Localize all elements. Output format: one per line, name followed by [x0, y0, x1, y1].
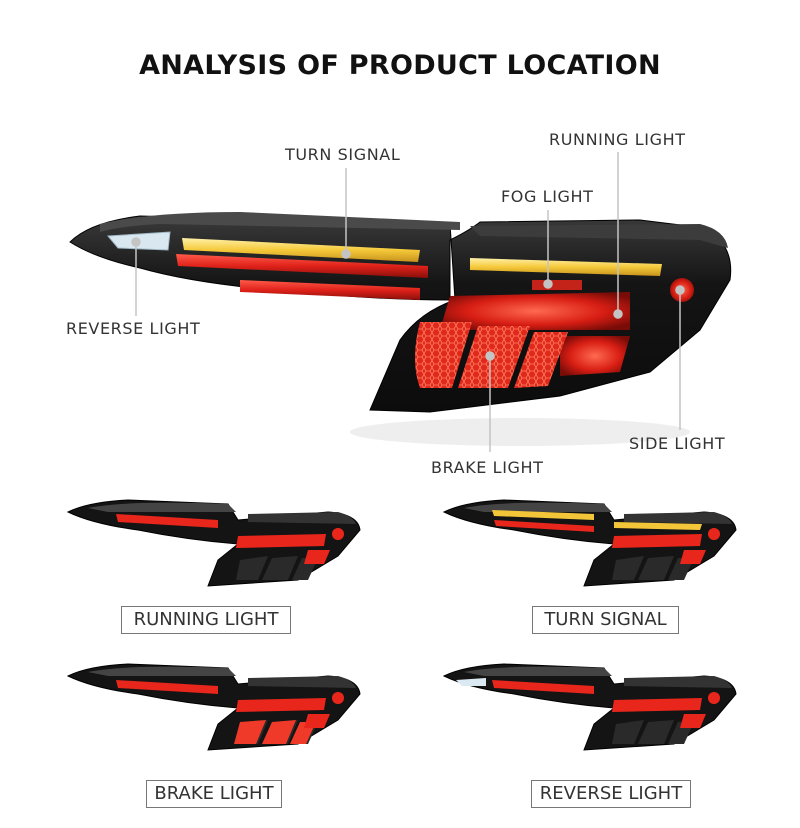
variant-running-light-lamp: [67, 499, 361, 587]
running-bar-left: [176, 254, 428, 278]
variant-turn-signal-lamp: [443, 499, 737, 587]
variant-label-turn-signal: TURN SIGNAL: [532, 606, 679, 634]
variant-label-reverse-light: REVERSE LIGHT: [531, 780, 691, 808]
page-title: ANALYSIS OF PRODUCT LOCATION: [139, 50, 661, 81]
fog-light-lens: [532, 280, 582, 290]
variant-label-running-light: RUNNING LIGHT: [121, 606, 291, 634]
callout-reverse-light: REVERSE LIGHT: [66, 319, 201, 338]
callout-side-light: SIDE LIGHT: [629, 434, 726, 453]
running-light-block: [440, 292, 630, 330]
variant-label-brake-light: BRAKE LIGHT: [146, 780, 282, 808]
turn-signal-bar-left: [182, 238, 420, 262]
brake-panel-3: [514, 332, 568, 388]
callout-turn-signal: TURN SIGNAL: [285, 145, 401, 164]
callout-fog-light: FOG LIGHT: [501, 187, 594, 206]
callout-running-light: RUNNING LIGHT: [549, 130, 686, 149]
callout-brake-light: BRAKE LIGHT: [431, 458, 544, 477]
variant-reverse-light-lamp: [443, 663, 737, 751]
turn-signal-bar-right: [470, 258, 662, 276]
variant-brake-light-lamp: [67, 663, 361, 751]
brake-panel-1: [415, 322, 472, 388]
